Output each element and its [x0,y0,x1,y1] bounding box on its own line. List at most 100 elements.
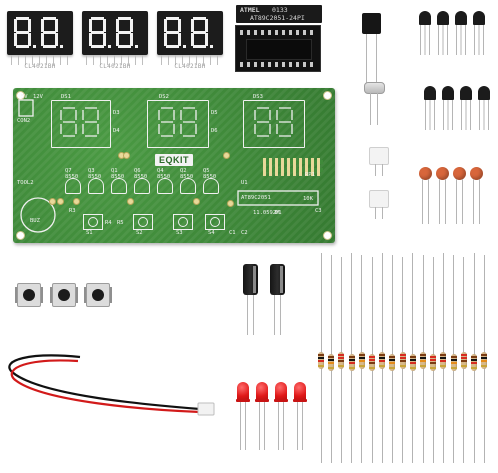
pcb-part-label: 8550 [88,174,102,180]
pcb-label-tool: TOOL2 [17,180,34,186]
digit-glyphs [164,17,213,48]
pcb-label-30p: 10K [303,196,313,202]
pcb-transistor-label: Q3 [88,168,95,174]
pcb-label-r3: R5 [117,220,124,226]
resistor [328,354,335,371]
resistor [399,352,406,369]
red-led [255,382,269,450]
crystal-oscillator [364,82,385,125]
resistor [369,354,375,371]
red-led [236,382,250,450]
pcb-label-con2: CON2 [17,118,31,124]
chip-lot-code: 0133 [272,6,288,14]
transistor [455,11,467,55]
resistor [471,354,477,371]
pcb-label-r2: R4 [105,220,112,226]
red-led [293,382,307,450]
pcb-label-s1: S1 [86,230,93,236]
seven-segment-display-1: CL4021BH [7,11,73,70]
electrolytic-capacitor [243,264,258,335]
pcb-transistor-label: Q1 [111,168,118,174]
resistor [358,352,365,369]
ceramic-capacitor [453,167,466,224]
transistor [478,86,490,130]
resistor [379,352,386,369]
transistor [473,11,485,55]
resistor [409,354,416,371]
circuit-board: DS1 DS2 DS3 EQKIT Q7 Q3 Q1 Q6 Q4 Q2 Q5 8… [13,88,335,243]
pcb-transistor-label: Q5 [203,168,210,174]
pcb-label-crystal: D1 [275,210,282,216]
pcb-label-s2: S2 [136,230,143,236]
pcb-part-label: 8550 [134,174,148,180]
digit-glyphs [14,17,63,48]
transistor [437,11,449,55]
pcb-part-label: 8550 [203,174,217,180]
resistor [430,354,437,371]
display-part-label: CL4021BH [174,63,206,70]
resistor [460,352,467,369]
pcb-transistor-label: Q2 [180,168,187,174]
pcb-label-s4: S4 [208,230,215,236]
transistor [419,11,431,55]
pcb-part-label: 8550 [180,174,194,180]
tact-switch [50,283,78,307]
pcb-label-u1: U1 [241,180,248,186]
ic-socket [235,25,321,72]
transistor [424,86,436,130]
pcb-label-ds2: DS2 [159,94,169,100]
tact-switch [15,283,43,307]
pcb-part-label: 8550 [111,174,125,180]
pcb-label-d3: D5 [211,110,218,116]
display-part-label: CL4021BH [24,63,56,70]
pcb-label-c2: C2 [241,230,248,236]
pcb-part-label: 8550 [65,174,79,180]
resistor [420,352,426,369]
display-part-label: CL4021BH [99,63,131,70]
transistor [442,86,454,130]
pcb-label-c1: C1 [229,230,236,236]
resistor [338,352,345,369]
resistor [318,352,324,369]
pcb-label-ds1: DS1 [61,94,71,100]
ceramic-capacitor [419,167,432,224]
electrolytic-capacitor [270,264,285,335]
pcb-label-10k: 11.0592M [253,210,280,216]
resistor [440,352,447,369]
power-connector [369,190,389,219]
pcb-label-5v: 5V [21,94,28,100]
pcb-label-ds3: DS3 [253,94,263,100]
pcb-label-rp: RP1 [305,172,315,178]
brand-logo: EQKIT [155,154,194,166]
pcb-digit-outlines [18,99,319,233]
ceramic-capacitor [436,167,449,224]
resistor [481,352,488,369]
tact-switch [84,283,112,307]
resistor [450,354,457,371]
pcb-label-c3: C3 [315,208,322,214]
buzzer-component [362,13,381,84]
power-connector [369,147,389,176]
pcb-label-r1: R3 [69,208,76,214]
pcb-label-s3: S3 [176,230,183,236]
ceramic-capacitor [470,167,483,224]
seven-segment-display-3: CL4021BH [157,11,223,70]
chip-part-number: AT89C2051-24PI [250,14,305,22]
digit-glyphs [89,17,138,48]
display-footprint [51,100,111,148]
pcb-label-d4: D6 [211,128,218,134]
display-footprint [147,100,209,148]
chip-logo: ATMEL [240,6,260,14]
seven-segment-display-2: CL4021BH [82,11,148,70]
pcb-transistor-label: Q4 [157,168,164,174]
pcb-label-d1: D3 [113,110,120,116]
pcb-part-label: 8550 [157,174,171,180]
pcb-transistor-label: Q7 [65,168,72,174]
microcontroller-chip: ATMEL 0133 AT89C2051-24PI [236,5,322,23]
pcb-label-d2: D4 [113,128,120,134]
transistor [460,86,472,130]
pcb-label-12v: 12V [33,94,43,100]
resistor [389,354,396,371]
pcb-chip-label: AT89C2051 [241,195,271,201]
pcb-transistor-label: Q6 [134,168,141,174]
